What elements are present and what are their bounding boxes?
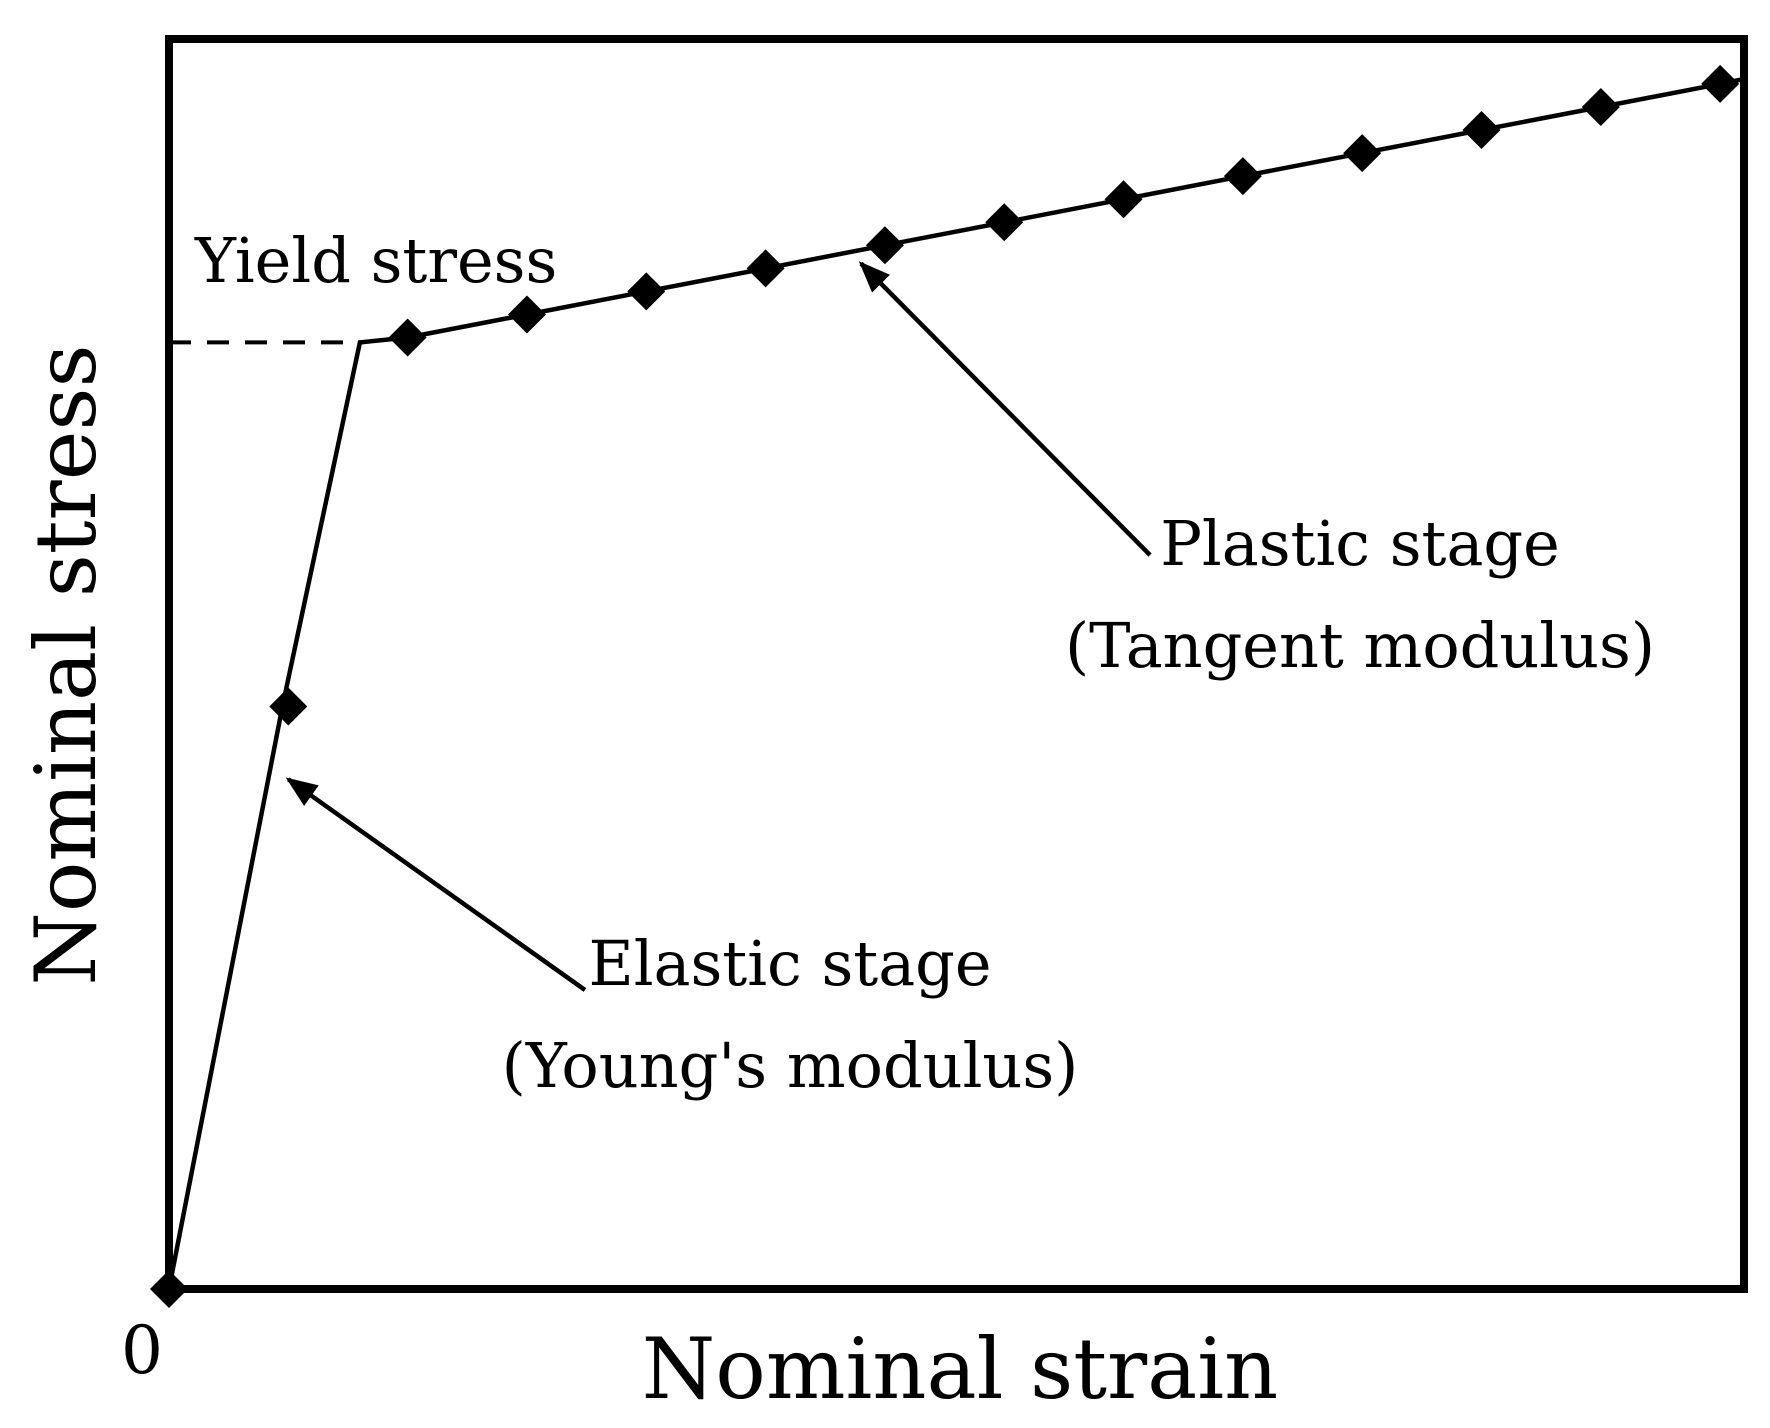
x-axis-label: Nominal strain (642, 1320, 1278, 1418)
data-point-marker (746, 249, 785, 288)
plastic-annotation: Plastic stage (Tangent modulus) (1065, 507, 1655, 682)
data-point-marker (269, 687, 308, 726)
plastic-annotation-line: Plastic stage (1160, 507, 1560, 580)
data-point-marker (627, 272, 666, 311)
data-point-marker (1223, 157, 1262, 196)
curve-layer (166, 76, 1745, 1290)
data-point-marker (150, 1270, 188, 1308)
data-point-marker (1343, 134, 1382, 173)
plot-frame (165, 35, 1748, 1293)
stress-strain-curve (166, 76, 1745, 1290)
data-point-marker (1701, 64, 1740, 103)
data-point-marker (865, 226, 904, 265)
data-point-marker (507, 295, 546, 334)
elastic-annotation: Elastic stage (Young's modulus) (502, 927, 1079, 1102)
elastic-annotation-line: (Young's modulus) (502, 1029, 1079, 1102)
data-point-marker (1104, 180, 1143, 219)
data-point-marker (1581, 87, 1620, 126)
origin-label: 0 (121, 1312, 163, 1389)
yield-annotation: Yield stress (194, 224, 557, 297)
elastic-arrow (285, 777, 587, 992)
plastic-arrow (858, 261, 1152, 557)
data-point-marker (985, 203, 1024, 242)
marker-layer (150, 64, 1740, 1308)
elastic-annotation-line: Elastic stage (588, 927, 991, 1000)
yield-annotation-line: Yield stress (194, 224, 557, 297)
plastic-annotation-line: (Tangent modulus) (1065, 609, 1655, 682)
data-point-marker (1462, 111, 1501, 150)
y-axis-label: Nominal stress (17, 344, 115, 985)
data-point-marker (388, 318, 427, 357)
